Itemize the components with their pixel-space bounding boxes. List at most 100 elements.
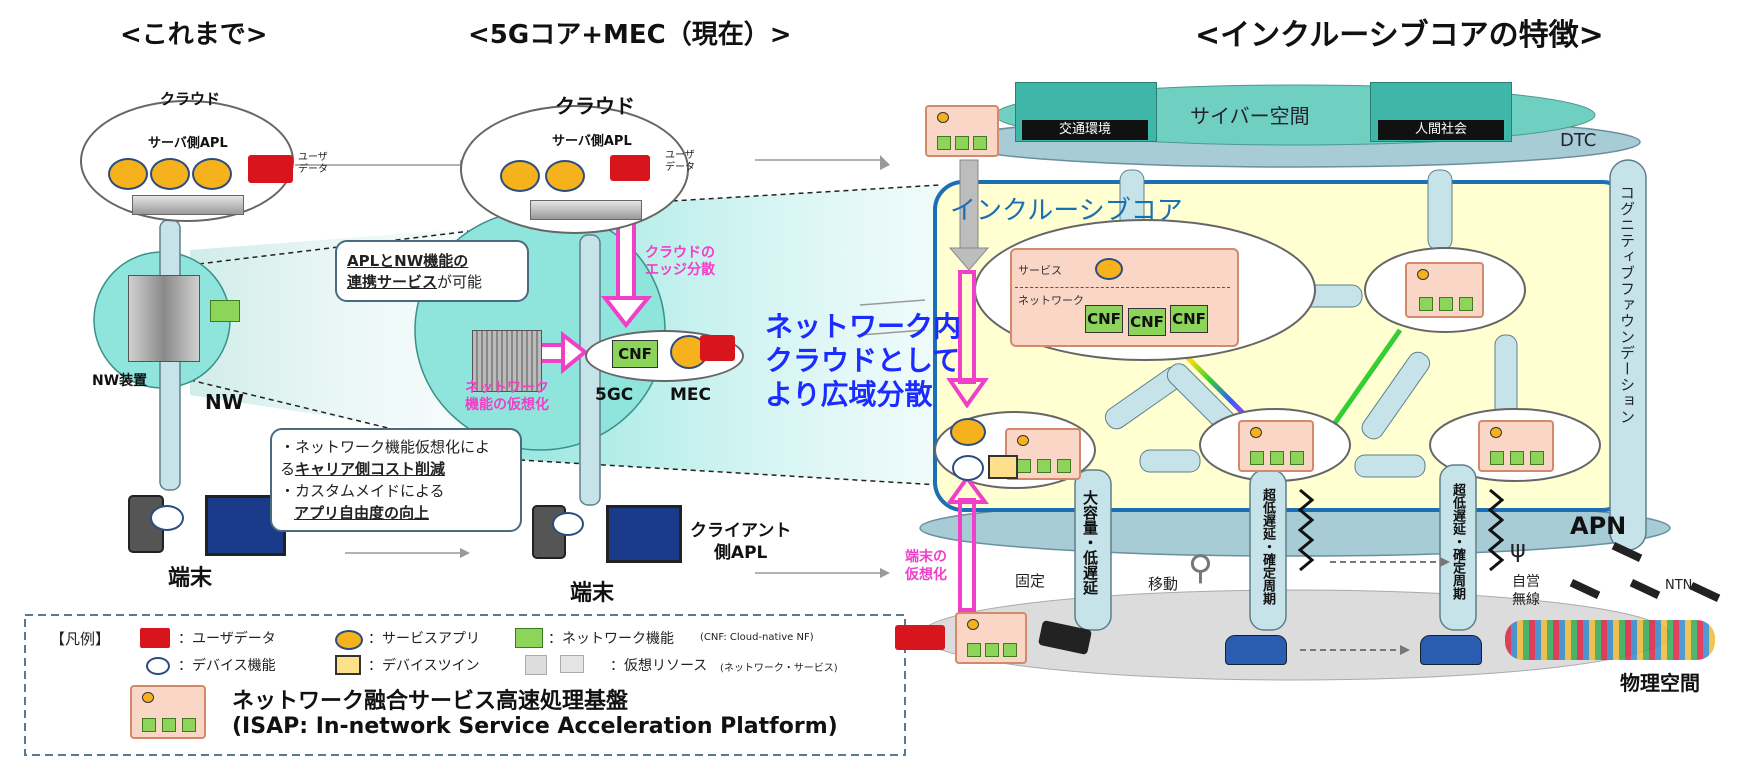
nw-device-nf-icon (210, 300, 240, 322)
legend-service-app: ：サービスアプリ (368, 631, 480, 647)
left-user-data-label: ユーザ データ (298, 152, 328, 175)
callout-line2-bold: 連携サービス (347, 273, 438, 291)
ultra-low-latency-2: 超低遅延・確定周期 (1450, 483, 1465, 600)
legend-isap-name: ネットワーク融合サービス高速処理基盤 (232, 689, 629, 714)
device-virtualization-label: 端末の 仮想化 (905, 549, 947, 583)
blue-text-line-1: ネットワーク内 (765, 310, 962, 343)
left-device-function-icon (150, 505, 184, 531)
private-wireless-label: 自営 無線 (1512, 574, 1540, 608)
edge-distribution-label: クラウドの エッジ分散 (645, 245, 715, 278)
blue-text-block: ネットワーク内 クラウドとして より広域分散 (765, 310, 961, 412)
nw-device-icon (128, 275, 200, 362)
middle-device-function-icon (552, 512, 584, 536)
legend-virtual-resource-icon-2 (560, 655, 584, 673)
legend-user-data-icon (140, 628, 170, 648)
left-user-data-icon (248, 155, 293, 183)
legend-isap-icon (130, 685, 206, 739)
bullet2-a: ・カスタムメイドによる (280, 482, 445, 500)
legend-virtual-resource-icon-1 (525, 655, 547, 675)
middle-user-data-icon (610, 155, 650, 181)
label-mec: MEC (670, 385, 712, 405)
nw-device-label: NW装置 (92, 373, 148, 389)
car-icon-1 (1225, 635, 1287, 665)
service-network-divider (1015, 287, 1230, 288)
apl-nw-callout: APLとNW機能の 連携サービスが可能 (335, 240, 529, 302)
core-right-isap (1405, 262, 1484, 318)
core-right-bottom-isap (1478, 420, 1554, 472)
blue-text-line-3: より広域分散 (765, 378, 933, 411)
inclusive-core-label: インクルーシブコア (950, 196, 1183, 226)
legend-device-function-icon (146, 657, 170, 675)
bullet1-a: ・ネットワーク機能仮想化によ (280, 438, 491, 456)
middle-apl-icon-2 (545, 160, 585, 192)
left-server-icon (132, 195, 244, 215)
legend-network-function-icon (515, 628, 543, 648)
legend-isap-full: (ISAP: In-network Service Acceleration P… (232, 714, 838, 739)
benefits-callout: ・ネットワーク機能仮想化によ るキャリア側コスト削減 ・カスタムメイドによる ア… (270, 428, 522, 532)
bullet1-b-pre: る (280, 460, 296, 478)
dtc-label: DTC (1560, 130, 1597, 151)
network-label: ネットワーク (1018, 294, 1084, 307)
blue-text-line-2: クラウドとして (765, 344, 961, 377)
legend-user-data: ：ユーザデータ (178, 631, 276, 647)
human-society-label: 人間社会 (1378, 120, 1504, 140)
edge-apl-icon (950, 418, 986, 446)
edge-device-function-icon (952, 455, 984, 481)
middle-pc-icon (606, 505, 682, 563)
middle-terminal-label: 端末 (570, 581, 615, 606)
service-label: サービス (1018, 264, 1062, 277)
core-apl-icon (1095, 258, 1123, 280)
edge-device-twin-icon (988, 455, 1018, 479)
header-features: <インクルーシブコアの特徴> (1195, 18, 1604, 53)
crowd-icon (1505, 620, 1715, 660)
legend-device-twin-icon (335, 655, 361, 675)
core-main-isap (1010, 248, 1239, 347)
physical-space-label: 物理空間 (1620, 671, 1700, 695)
physical-user-data-icon (895, 625, 945, 650)
callout-line2-rest: が可能 (437, 273, 483, 291)
legend-device-function: ：デバイス機能 (178, 658, 276, 674)
core-cnf-3: CNF (1170, 305, 1208, 333)
antenna-tower-icon: ⚲ (1188, 548, 1213, 588)
ntn-label: NTN (1665, 578, 1693, 593)
ultra-low-latency-1: 超低遅延・確定周期 (1260, 488, 1275, 605)
cyber-space-label: サイバー空間 (1190, 104, 1310, 128)
legend-service-app-icon (335, 630, 363, 650)
left-cloud-title: クラウド (160, 90, 221, 108)
header-before: <これまで> (120, 20, 268, 50)
legend-network-function-note: (CNF: Cloud-native NF) (700, 632, 814, 643)
legend-title: 【凡例】 (50, 630, 111, 648)
traffic-env-label: 交通環境 (1022, 120, 1148, 140)
client-apl-label: クライアント 側APL (690, 521, 792, 563)
apn-label: APN (1570, 512, 1627, 540)
legend-virtual-resource-note: (ネットワーク・サービス) (720, 663, 838, 674)
middle-server-icon (530, 200, 642, 220)
nw-virtualization-label: ネットワーク 機能の仮想化 (465, 380, 549, 413)
core-center-bottom-isap (1238, 420, 1314, 472)
middle-cloud-title: クラウド (555, 94, 635, 118)
middle-server-apl: サーバ側APL (552, 134, 632, 149)
left-apl-icon-1 (108, 158, 148, 190)
mec-user-data-icon (700, 335, 735, 361)
large-capacity-label: 大容量・低遅延 (1081, 490, 1099, 595)
core-cnf-2: CNF (1128, 308, 1166, 336)
left-terminal-label: 端末 (168, 566, 213, 591)
middle-cnf-box: CNF (612, 340, 658, 368)
dtc-isap-icon (925, 105, 999, 157)
legend-device-twin: ：デバイスツイン (368, 658, 480, 674)
bullet2-b-bold: アプリ自由度の向上 (294, 504, 430, 522)
left-apl-icon-2 (150, 158, 190, 190)
middle-nw-device-icon (472, 330, 542, 392)
left-server-apl: サーバ側APL (148, 136, 228, 151)
nw-label: NW (205, 390, 244, 414)
left-apl-icon-3 (192, 158, 232, 190)
core-cnf-1: CNF (1085, 305, 1123, 333)
legend-virtual-resource: ：仮想リソース (610, 658, 708, 674)
label-5gc: 5GC (595, 385, 634, 405)
callout-line1: APLとNW機能の (347, 252, 469, 270)
legend-network-function: ：ネットワーク機能 (548, 631, 674, 647)
private-antenna-icon: ψ (1510, 535, 1526, 563)
cognitive-foundation-label: コグニティブファウンデーション (1618, 185, 1636, 425)
middle-user-data-label: ユーザ データ (665, 150, 695, 173)
physical-isap-icon (955, 612, 1027, 664)
